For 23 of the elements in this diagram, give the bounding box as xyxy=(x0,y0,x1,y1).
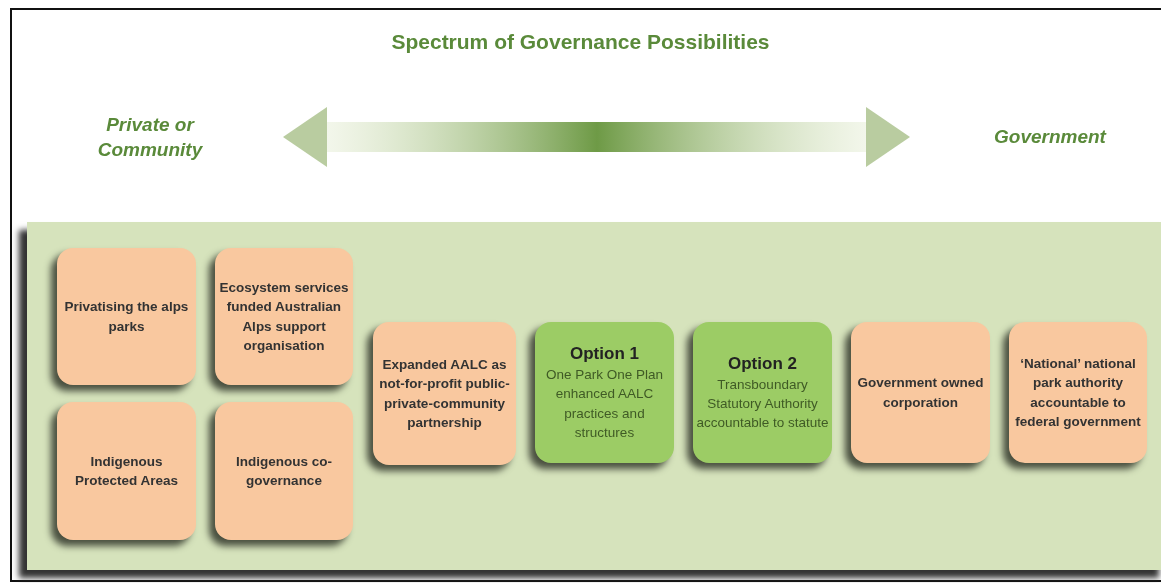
option-box xyxy=(693,322,832,463)
option-heading: Option 2 xyxy=(728,352,797,375)
option-box xyxy=(215,402,353,540)
option-text: One Park One Plan enhanced AALC practices and structures xyxy=(544,366,665,442)
option-text: Indigenous co-governance xyxy=(235,452,333,490)
option-text: ‘National’ national park authority accountable to federal government xyxy=(1014,355,1142,431)
option-box xyxy=(57,402,196,540)
option-text: Government owned corporation xyxy=(856,374,985,412)
option-box xyxy=(373,322,516,465)
side-label: Government xyxy=(993,126,1108,148)
option-text: Ecosystem services funded Australian Alps support organisation xyxy=(218,279,350,355)
option-box xyxy=(1009,322,1147,463)
option-text: Privatising the alps parks xyxy=(63,298,190,336)
option-text: Expanded AALC as not-for-profit public-private-community partnership xyxy=(378,356,511,432)
side-label: Private or Community xyxy=(96,113,204,162)
option-box xyxy=(215,248,353,385)
title: Spectrum of Governance Possibilities xyxy=(390,30,771,54)
option-heading: Option 1 xyxy=(570,343,639,366)
option-box xyxy=(57,248,196,385)
option-box xyxy=(851,322,990,463)
option-text: Indigenous Protected Areas xyxy=(73,452,179,490)
option-text: Transboundary Statutory Authority accountable to statute xyxy=(696,375,829,433)
option-box xyxy=(535,322,674,463)
